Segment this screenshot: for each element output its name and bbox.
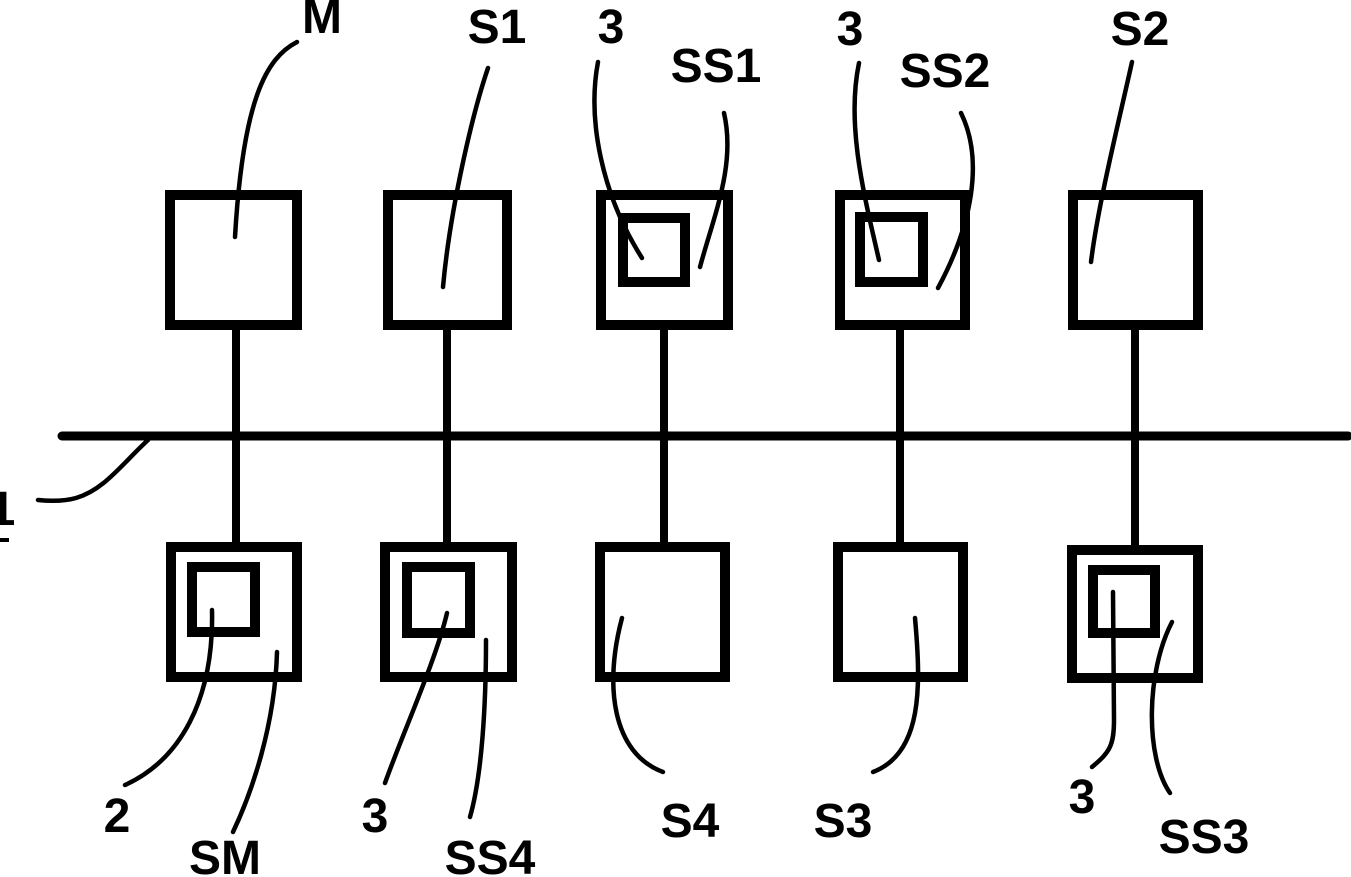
leader-s2	[1091, 62, 1132, 262]
label-3-top-ss1: 3	[598, 1, 625, 54]
label-3-bottom-ss4: 3	[362, 790, 389, 843]
label-ss3: SS3	[1159, 811, 1250, 864]
leader-3-bottom-ss4	[385, 613, 447, 783]
node-ss4-inner-box	[407, 567, 470, 633]
leader-s4	[613, 618, 663, 772]
label-s1: S1	[468, 1, 527, 54]
node-m-box	[170, 195, 297, 325]
node-sm-inner-box	[192, 567, 255, 632]
label-sm: SM	[189, 832, 261, 877]
label-3-bottom-ss3: 3	[1069, 771, 1096, 824]
label-ss4: SS4	[445, 832, 536, 877]
label-ss2: SS2	[900, 45, 991, 98]
label-s4: S4	[661, 795, 720, 848]
label-s3: S3	[814, 795, 873, 848]
label-2: 2	[104, 790, 131, 843]
leader-ss3	[1152, 622, 1172, 793]
label-ss1: SS1	[671, 40, 762, 93]
leader-m	[235, 42, 297, 237]
leader-ss4	[470, 640, 486, 817]
scan-artifact-dash	[0, 538, 9, 542]
node-s4-box	[600, 547, 725, 677]
leader-s1	[443, 68, 488, 287]
node-s3-box	[838, 547, 963, 677]
label-3-top-ss2: 3	[837, 3, 864, 56]
leader-bus-1	[38, 440, 148, 501]
label-s2: S2	[1111, 3, 1170, 56]
node-ss1-inner-box	[623, 218, 685, 282]
label-m: M	[302, 0, 342, 44]
leader-s3	[873, 618, 918, 772]
label-bus-1: 1	[0, 483, 15, 536]
node-ss3-inner-box	[1093, 570, 1155, 633]
